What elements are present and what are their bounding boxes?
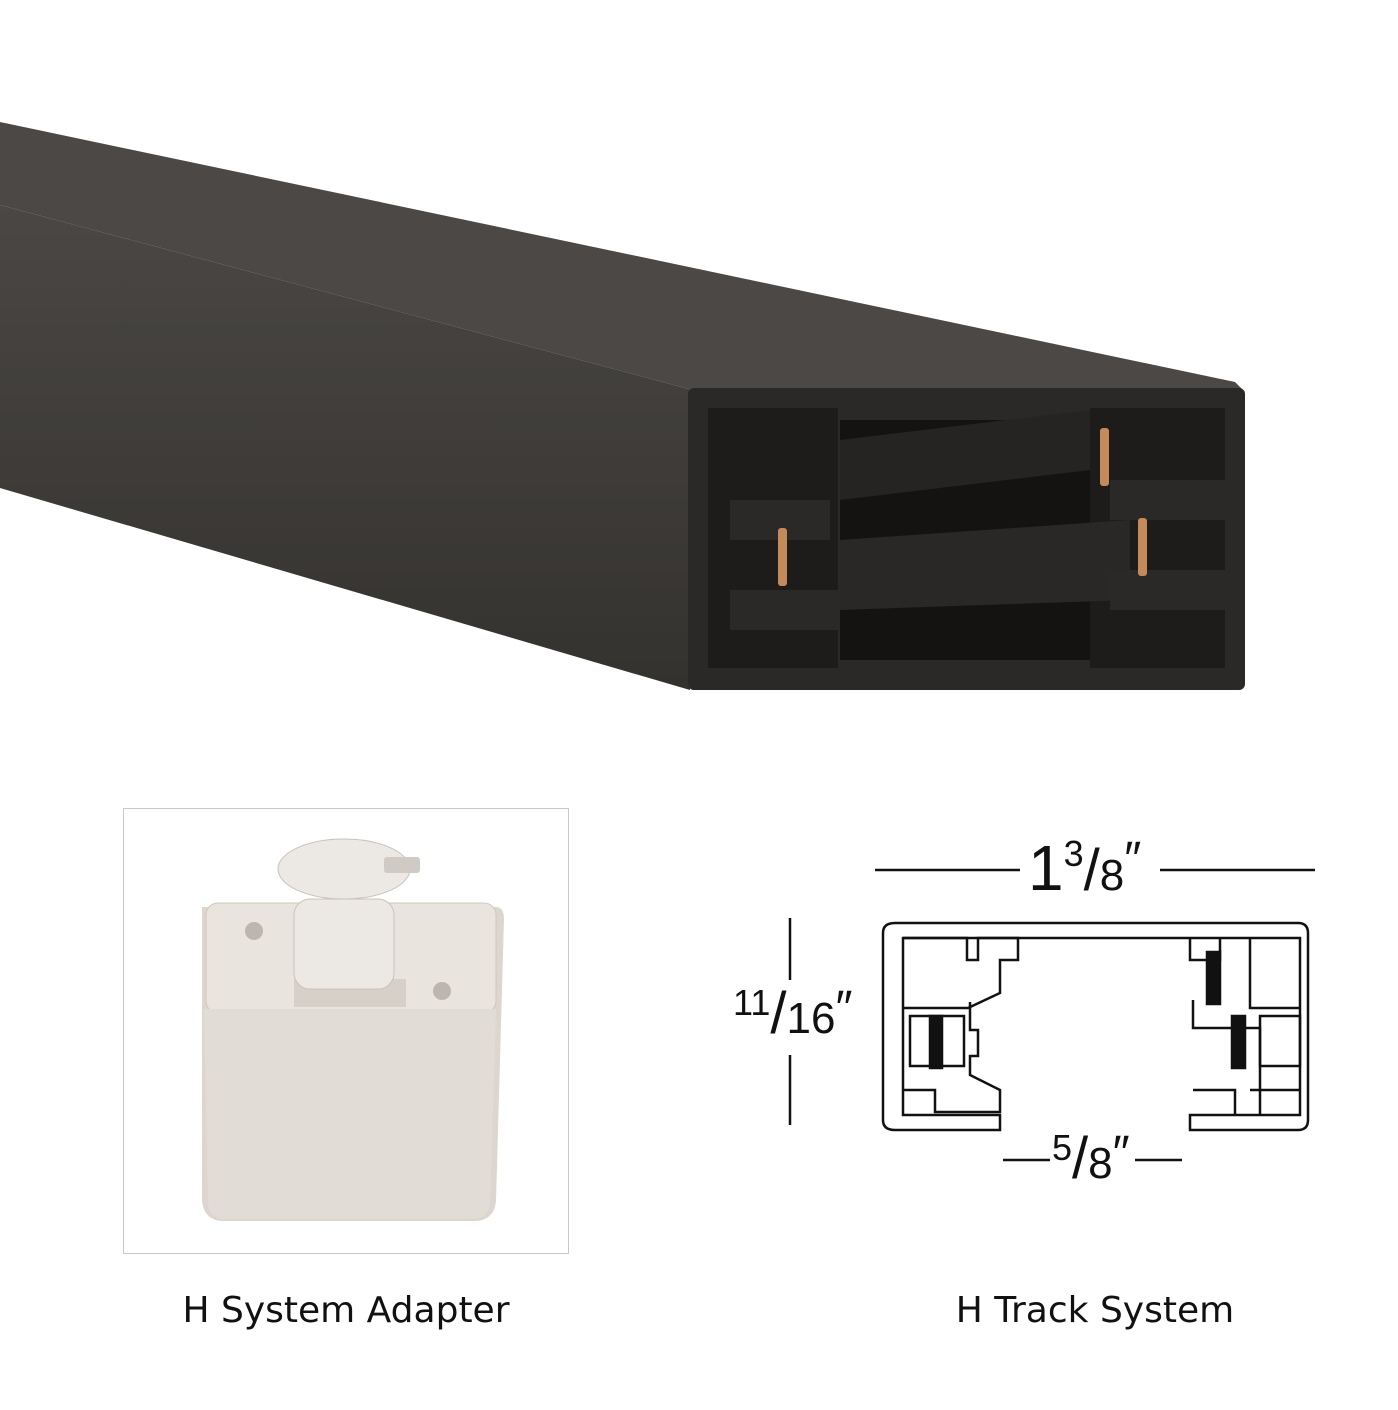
adapter-image-frame — [123, 808, 569, 1254]
contact-block — [1205, 950, 1222, 1006]
contact-pin — [1100, 428, 1109, 486]
opening-dimension-label: 5/8″ — [1052, 1126, 1130, 1191]
adapter-caption: H System Adapter — [182, 1290, 510, 1331]
contact-block — [928, 1014, 944, 1070]
track-cross-section-diagram — [788, 868, 1315, 1162]
contact-pin — [778, 528, 787, 586]
track-side-face — [0, 205, 700, 690]
adapter-photo — [202, 838, 504, 1221]
height-dimension-label: 11/16″ — [733, 981, 853, 1046]
contact-block — [1230, 1014, 1247, 1070]
track-product-photo — [0, 122, 1245, 690]
track-top-face — [0, 122, 1245, 392]
track-system-caption: H Track System — [955, 1290, 1235, 1331]
width-dimension-label: 13/8″ — [1028, 832, 1142, 904]
contact-pin — [1138, 518, 1147, 576]
